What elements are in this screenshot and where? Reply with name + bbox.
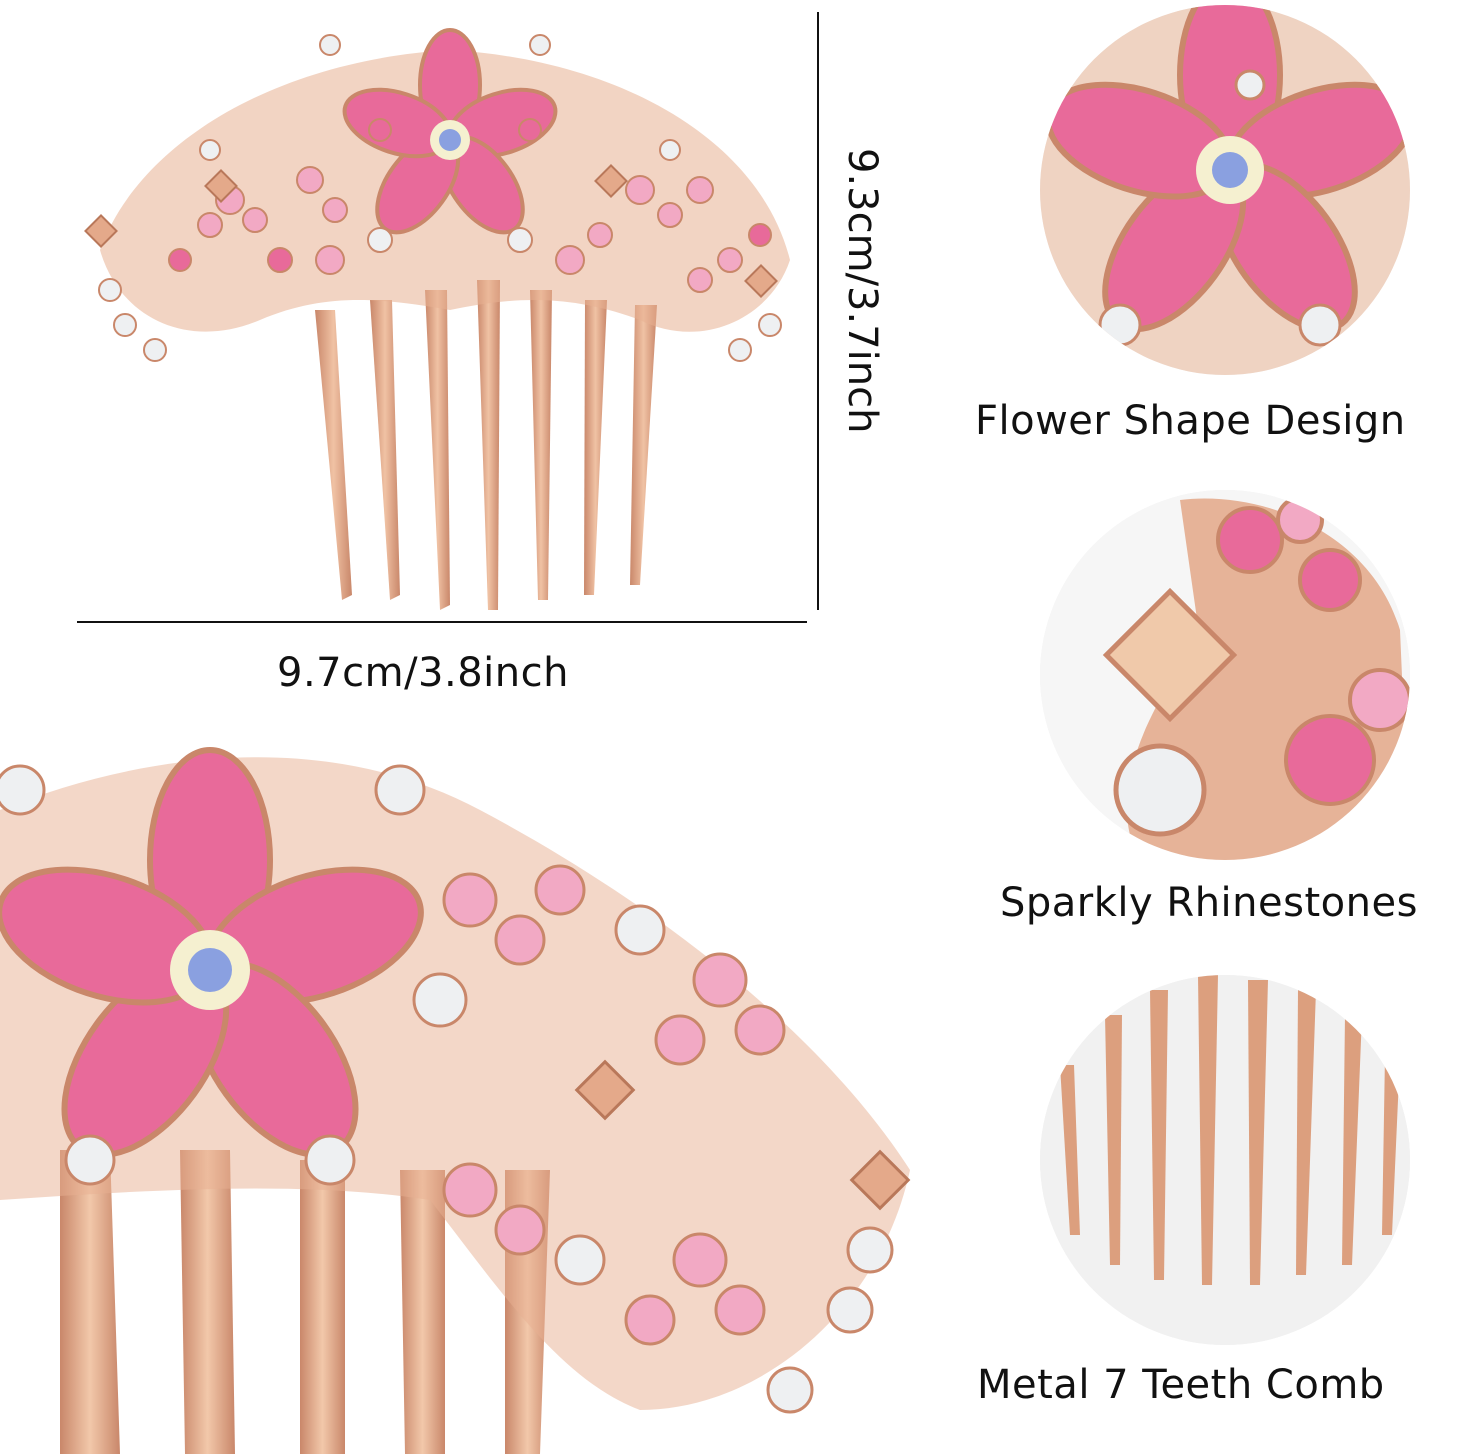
feature-label-teeth: Metal 7 Teeth Comb [977, 1362, 1385, 1408]
comb-illustration [84, 28, 790, 610]
product-comb-main [80, 20, 810, 610]
width-dimension-line [77, 621, 807, 623]
feature-label-flower: Flower Shape Design [975, 398, 1406, 444]
rhinestone-closeup-icon [1040, 490, 1410, 860]
comb-teeth-closeup-icon [1040, 975, 1410, 1345]
width-dimension-label: 9.7cm/3.8inch [277, 650, 569, 696]
feature-label-rhinestones: Sparkly Rhinestones [1000, 880, 1418, 926]
product-comb-closeup [0, 730, 930, 1454]
feature-circle-rhinestones [1040, 490, 1410, 860]
height-dimension-line [817, 12, 819, 610]
flower-closeup-icon [1040, 5, 1410, 375]
height-dimension-label: 9.3cm/3.7inch [839, 148, 885, 434]
feature-circle-teeth [1040, 975, 1410, 1345]
feature-circle-flower [1040, 5, 1410, 375]
